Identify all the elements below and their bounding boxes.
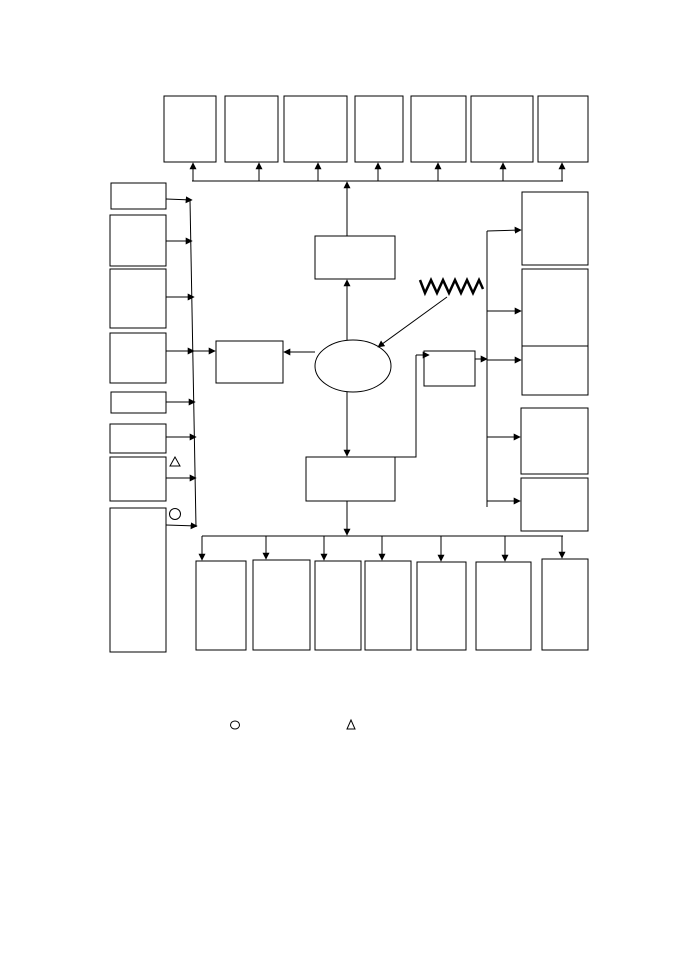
center-group: [215, 181, 485, 536]
zigzag-signal-icon: [418, 276, 485, 297]
left-box: [109, 332, 167, 384]
center-upper-box: [314, 235, 396, 280]
arrow: [377, 296, 448, 348]
center-left-box: [215, 340, 284, 384]
connector: [395, 355, 417, 458]
bottom-box-row: [195, 558, 589, 651]
circle-marker: [169, 508, 181, 520]
center-ellipse: [314, 339, 392, 393]
right-bus: [475, 226, 522, 507]
left-box: [110, 391, 167, 414]
left-bus: [165, 196, 216, 530]
bottom-box: [195, 560, 247, 651]
bottom-box: [475, 561, 532, 651]
left-box: [109, 268, 167, 329]
bottom-box: [364, 560, 412, 651]
left-box: [110, 182, 167, 210]
left-box: [109, 423, 167, 454]
top-box: [354, 95, 404, 163]
right-box-column: [520, 191, 589, 532]
center-lower-box: [305, 456, 396, 502]
left-box: [109, 214, 167, 267]
top-box: [537, 95, 589, 163]
top-box: [163, 95, 217, 163]
top-box: [410, 95, 467, 163]
arrow: [486, 226, 522, 234]
triangle-marker: [169, 455, 181, 467]
right-box: [521, 345, 589, 396]
bottom-box: [314, 560, 362, 651]
right-box: [521, 191, 589, 266]
arrow: [165, 522, 198, 530]
top-bus: [189, 162, 566, 182]
right-box: [520, 477, 589, 532]
top-box: [470, 95, 534, 163]
bottom-box: [541, 558, 589, 651]
legend-circle-icon: [230, 720, 240, 730]
legend-triangle-icon: [346, 718, 356, 730]
right-box: [521, 268, 589, 347]
bottom-box: [416, 561, 467, 651]
left-box-column: [109, 182, 167, 653]
legend: [230, 718, 356, 730]
bottom-box: [252, 559, 311, 651]
bottom-bus: [198, 535, 566, 562]
left-box: [109, 507, 167, 653]
right-box: [520, 407, 589, 475]
top-box: [224, 95, 279, 163]
left-box: [109, 456, 167, 502]
arrow: [165, 196, 193, 204]
top-box: [283, 95, 348, 163]
center-right-box: [423, 350, 476, 387]
top-box-row: [163, 95, 589, 163]
